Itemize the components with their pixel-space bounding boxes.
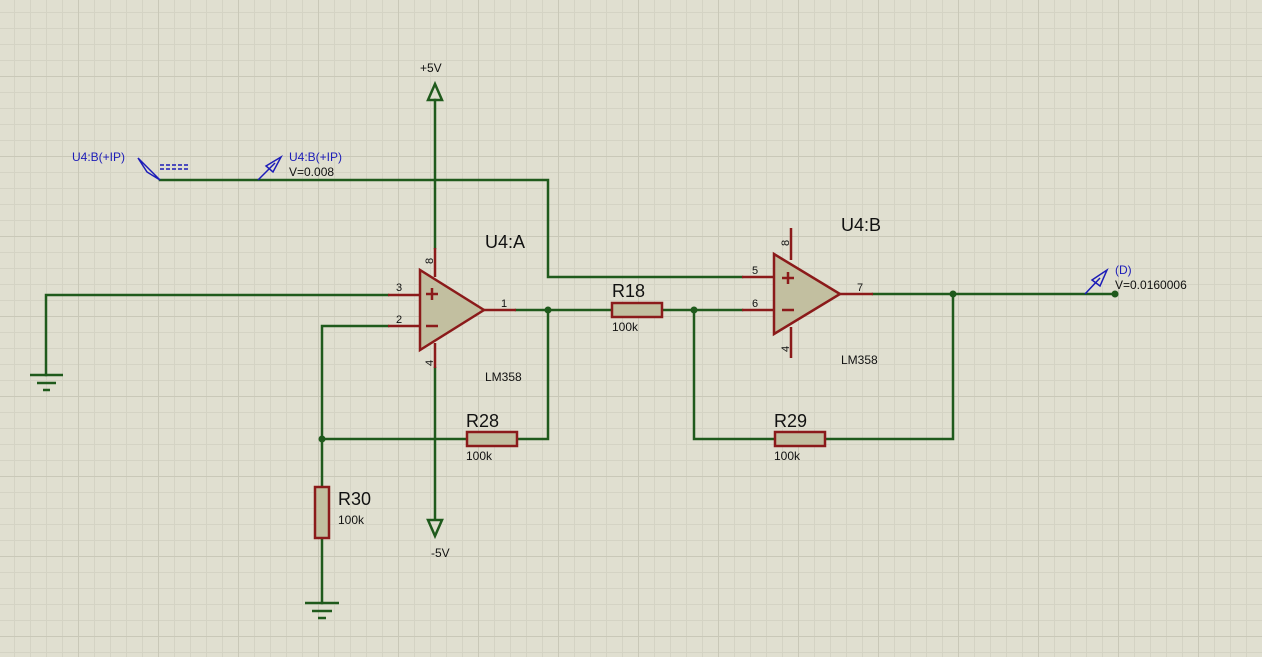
pin-label: 1: [501, 298, 507, 310]
output-voltage-probe[interactable]: (D) V=0.0160006: [1084, 263, 1187, 295]
resistor-r28[interactable]: R28 100k: [465, 411, 519, 463]
pin-label: 7: [857, 282, 863, 294]
vee-label: -5V: [431, 546, 450, 560]
pin-label: 6: [752, 298, 758, 310]
probe-value: V=0.0160006: [1115, 278, 1187, 292]
opamp-triangle-icon: [772, 251, 843, 337]
voltage-probe-icon: [264, 154, 283, 174]
opamp-ref: U4:A: [485, 232, 525, 252]
opamp-ref: U4:B: [841, 215, 881, 235]
opamp-part: LM358: [485, 370, 522, 384]
probe-endpoint: [1111, 290, 1119, 298]
junction-dot: [690, 306, 698, 314]
wires: [44, 98, 1117, 605]
opamp-u4a[interactable]: 3 2 1 8 4 U4:A LM358: [388, 232, 525, 384]
resistor-r29[interactable]: R29 100k: [773, 411, 827, 463]
junction-dot: [318, 435, 326, 443]
resistor-icon: [610, 301, 664, 319]
wire-pin2-node: [320, 324, 390, 489]
junctions: [318, 290, 1119, 443]
opamp-u4b[interactable]: 5 6 7 8 4 U4:B LM358: [742, 215, 881, 367]
power-vee[interactable]: -5V: [426, 518, 450, 560]
vcc-label: +5V: [420, 61, 442, 75]
generator-arrow-icon: [137, 157, 161, 181]
pin-label: 8: [780, 240, 792, 246]
resistor-icon: [773, 430, 827, 448]
resistor-value: 100k: [774, 449, 801, 463]
voltage-probe-icon: [1090, 267, 1109, 288]
resistor-ref: R30: [338, 489, 371, 509]
resistor-r30[interactable]: R30 100k: [313, 485, 371, 540]
ground-1[interactable]: [30, 373, 63, 392]
resistor-value: 100k: [338, 513, 365, 527]
probe-label: U4:B(+IP): [289, 150, 342, 164]
probe-value: V=0.008: [289, 165, 334, 179]
probe-label: U4:B(+IP): [72, 150, 125, 164]
wire-r29-left: [692, 308, 777, 441]
wire-input-to-pin5: [158, 178, 744, 279]
resistor-ref: R28: [466, 411, 499, 431]
power-arrow-up-icon: [426, 80, 444, 102]
input-generator-probe[interactable]: U4:B(+IP): [72, 150, 190, 181]
resistor-value: 100k: [466, 449, 493, 463]
pin-label: 3: [396, 282, 402, 294]
wire-r29-right: [823, 292, 955, 441]
junction-dot: [544, 306, 552, 314]
pin-label: 5: [752, 265, 758, 277]
wire-gnd-to-pin3: [44, 293, 390, 377]
opamp-part: LM358: [841, 353, 878, 367]
pin-label: 4: [424, 360, 436, 366]
pin-label: 2: [396, 314, 402, 326]
resistor-r18[interactable]: R18 100k: [610, 281, 664, 334]
resistor-ref: R18: [612, 281, 645, 301]
power-vcc[interactable]: +5V: [420, 61, 444, 102]
wire-r28-right: [515, 308, 550, 441]
resistor-value: 100k: [612, 320, 639, 334]
resistor-ref: R29: [774, 411, 807, 431]
resistor-icon: [313, 485, 331, 540]
power-arrow-down-icon: [426, 518, 444, 540]
opamp-triangle-icon: [418, 267, 487, 353]
resistor-icon: [465, 430, 519, 448]
junction-dot: [949, 290, 957, 298]
probe-label: (D): [1115, 263, 1132, 277]
ground-2[interactable]: [305, 601, 339, 620]
pin-label: 4: [780, 346, 792, 352]
input-voltage-probe[interactable]: U4:B(+IP) V=0.008: [257, 150, 342, 181]
pin-label: 8: [424, 258, 436, 264]
